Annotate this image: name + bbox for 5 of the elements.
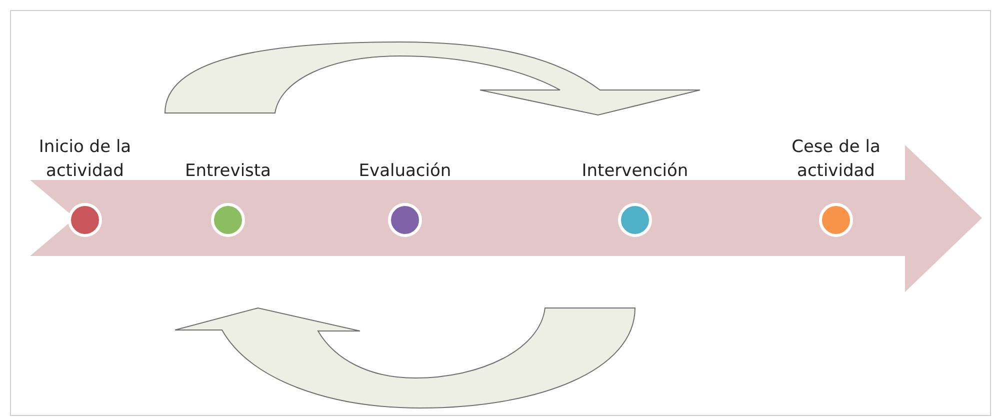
stage-label: Cese de la actividad	[790, 136, 882, 183]
stage-label: Inicio de la actividad	[38, 136, 132, 183]
stage-label: Intervención	[582, 160, 688, 183]
stage-label: Evaluación	[358, 160, 452, 183]
stage-label: Entrevista	[185, 160, 271, 183]
